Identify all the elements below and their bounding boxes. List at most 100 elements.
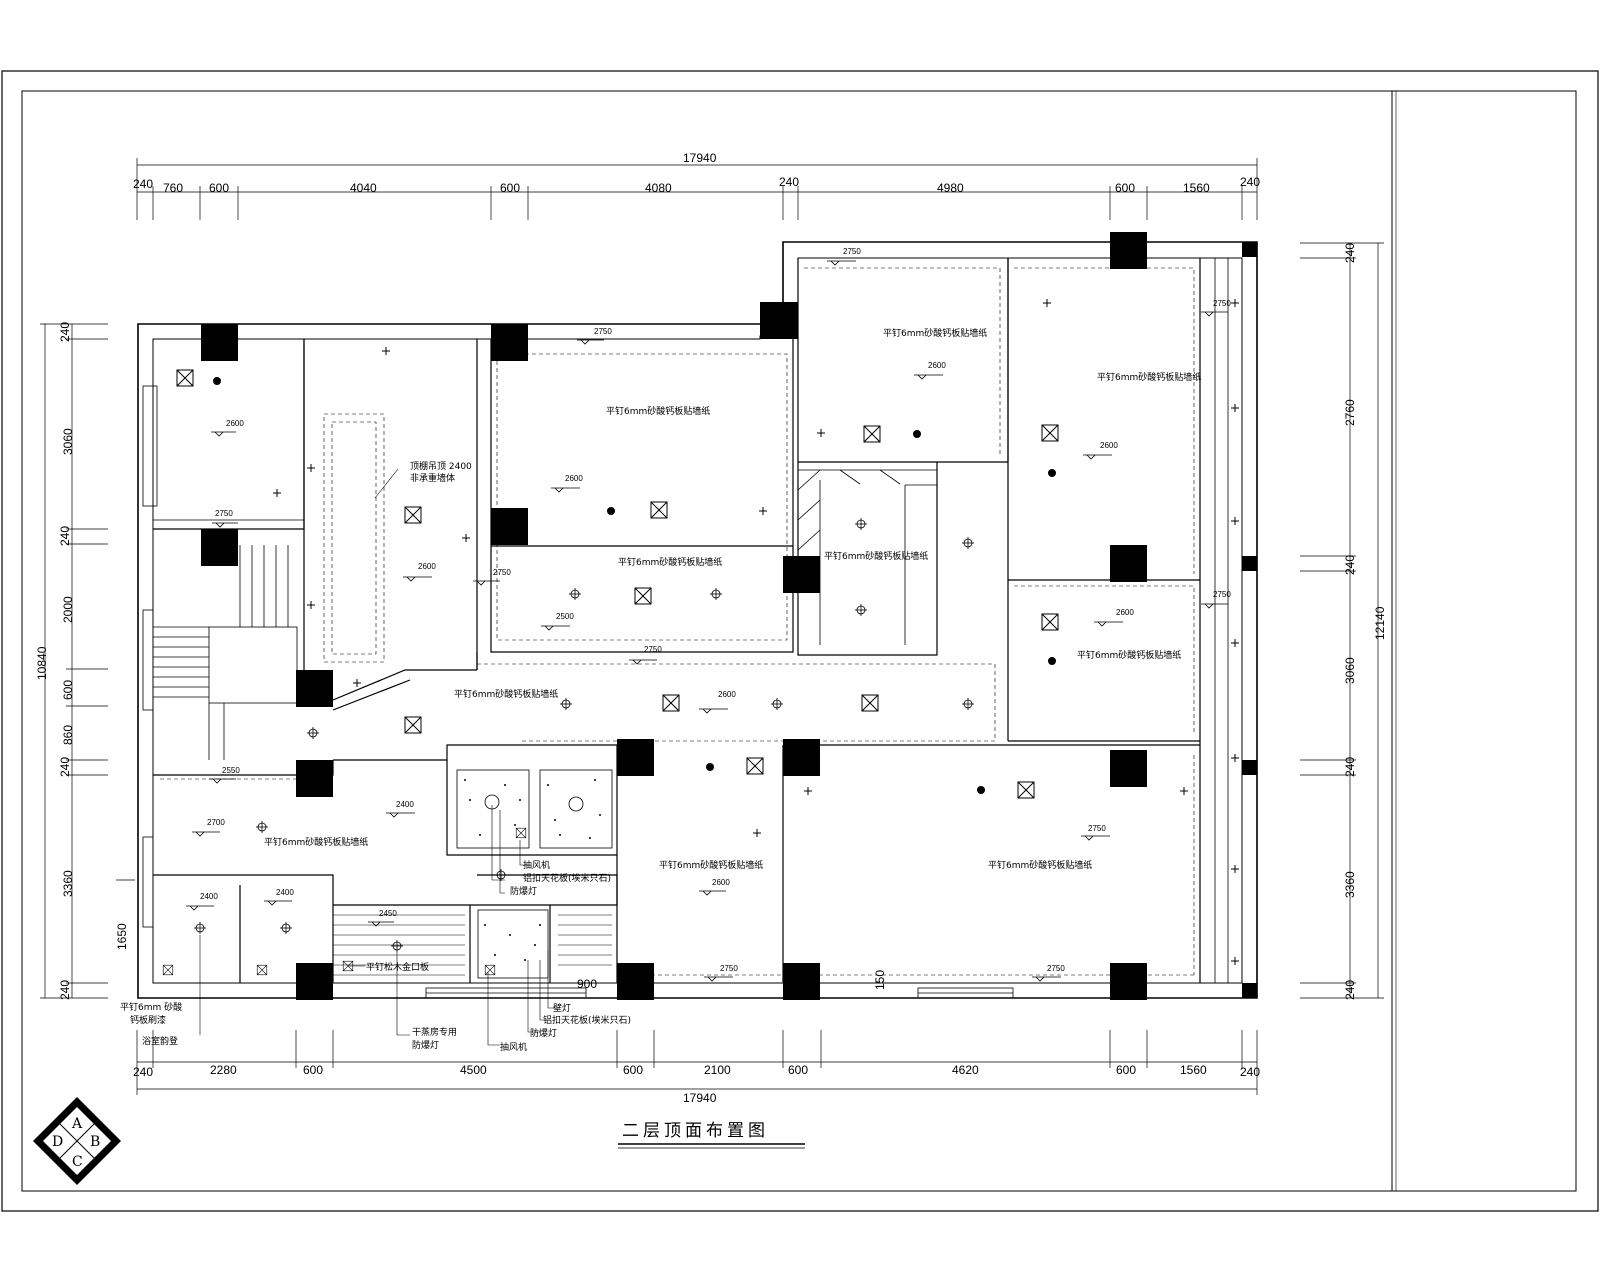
bottom-total-dim: 17940 [683,1091,717,1105]
room-label-lower-center: 平钉6mm砂酸钙板贴墙纸 [659,859,763,871]
right-dim-3: 240 [1343,555,1357,575]
stone-pattern-panels [456,769,613,979]
level-f: 2500 [556,612,574,621]
callout-pine-board: 平钉松木金口板 [366,961,429,973]
compass-d: D [52,1134,63,1150]
room-label-right-top-a: 平钉6mm砂酸钙板贴墙纸 [883,327,987,339]
right-dim-2: 2760 [1343,399,1357,426]
compass-a: A [71,1116,83,1132]
callout-explosion-proof-lamp-lower-b: 防爆灯 [530,1027,557,1039]
bottom-dim-5: 600 [623,1063,643,1077]
right-dim-7: 240 [1343,980,1357,1000]
room-label-corridor: 平钉6mm砂酸钙板贴墙纸 [454,688,558,700]
left-dim-7: 240 [58,757,72,777]
ceiling-lights [162,369,1059,976]
bottom-dim-2: 2280 [210,1063,237,1077]
callout-sauna-note: 干蒸房专用 [412,1026,457,1038]
level-r: 2400 [276,888,294,897]
bottom-dimensions [136,1030,1258,1095]
structural-columns [201,232,1257,1000]
level-s: 2450 [379,909,397,918]
room-label-stair-room: 平钉6mm砂酸钙板贴墙纸 [824,550,928,562]
dim-900: 900 [577,977,597,991]
level-l: 2600 [1100,441,1118,450]
top-dim-7: 240 [779,175,799,189]
partitions [153,258,1229,983]
level-u: 2750 [720,964,738,973]
bottom-dim-6: 2100 [704,1063,731,1077]
top-dimensions [136,158,1258,220]
callout-gypsum-note-1: 平钉6mm 砂酸 [120,1001,182,1013]
wood-slat-ceiling [333,914,612,976]
left-dim-8: 3360 [61,870,75,897]
left-dim-1650: 1650 [115,923,129,950]
compass-c: C [72,1154,83,1170]
inner-frame [21,90,1577,1192]
room-label-lower-right: 平钉6mm砂酸钙板贴墙纸 [988,859,1092,871]
bottom-dim-8: 4620 [952,1063,979,1077]
left-dim-1: 240 [58,322,72,342]
level-j: 2600 [928,361,946,370]
level-markers [186,260,1228,982]
top-dim-3: 600 [209,181,229,195]
outer-frame [1,70,1599,1212]
callout-exhaust-fan-upper: 抽风机 [523,859,550,871]
left-dim-3: 240 [58,526,72,546]
right-dim-4: 3060 [1343,657,1357,684]
left-dim-2: 3060 [61,428,75,455]
right-dim-6: 3360 [1343,871,1357,898]
callout-bath-heater: 浴室韵登 [142,1035,178,1047]
room-label-right-mid: 平钉6mm砂酸钙板贴墙纸 [1077,649,1181,661]
top-dim-5: 600 [500,181,520,195]
bottom-dim-10: 1560 [1180,1063,1207,1077]
room-label-center-top: 平钉6mm砂酸钙板贴墙纸 [606,405,710,417]
left-dimensions [40,323,135,999]
left-dim-6: 860 [61,725,75,745]
level-d: 2600 [565,474,583,483]
stone-pattern-dots [464,779,601,961]
level-k: 2750 [1213,299,1231,308]
callout-gypsum-note-2: 钙板刷漆 [130,1014,166,1026]
top-dim-1: 240 [133,177,153,191]
top-dim-4: 4040 [350,181,377,195]
bottom-dim-3: 600 [303,1063,323,1077]
right-dim-5: 240 [1343,757,1357,777]
left-dim-4: 2000 [61,596,75,623]
level-x: 2750 [1047,964,1065,973]
top-dim-10: 1560 [1183,181,1210,195]
callout-exhaust-fan-lower: 抽风机 [500,1041,527,1053]
top-dim-8: 4980 [937,181,964,195]
stair-note-2: 非承重墙体 [410,472,455,484]
level-t: 2600 [712,878,730,887]
bottom-dim-9: 600 [1116,1063,1136,1077]
spotlights [194,518,974,952]
drawing-title: 二层顶面布置图 [622,1121,769,1141]
callout-explosion-proof-lamp-upper: 防爆灯 [510,885,537,897]
callout-explosion-proof-lamp-lower-a: 防爆灯 [412,1039,439,1051]
left-dim-9: 240 [58,980,72,1000]
level-n: 2550 [222,766,240,775]
left-total-dim: 10840 [35,646,49,680]
staircase [142,385,937,928]
orientation-compass [33,1097,121,1185]
top-dim-9: 600 [1115,181,1135,195]
level-v: 2600 [718,690,736,699]
star-lights [273,299,1239,965]
right-total-dim: 12140 [1373,606,1387,640]
top-dim-6: 4080 [645,181,672,195]
level-h: 2600 [418,562,436,571]
level-w: 2750 [1213,590,1231,599]
level-q: 2400 [200,892,218,901]
top-dim-11: 240 [1240,175,1260,189]
building-walls [137,241,1258,999]
level-e: 2750 [493,568,511,577]
bottom-dim-7: 600 [788,1063,808,1077]
left-dim-5: 600 [61,680,75,700]
level-m: 2600 [1116,608,1134,617]
level-a: 2600 [226,419,244,428]
compass-b: B [90,1134,100,1150]
room-label-right-top-b: 平钉6mm砂酸钙板贴墙纸 [1097,371,1201,383]
top-total-dim: 17940 [683,151,717,165]
level-p: 2400 [396,800,414,809]
bottom-dim-4: 4500 [460,1063,487,1077]
